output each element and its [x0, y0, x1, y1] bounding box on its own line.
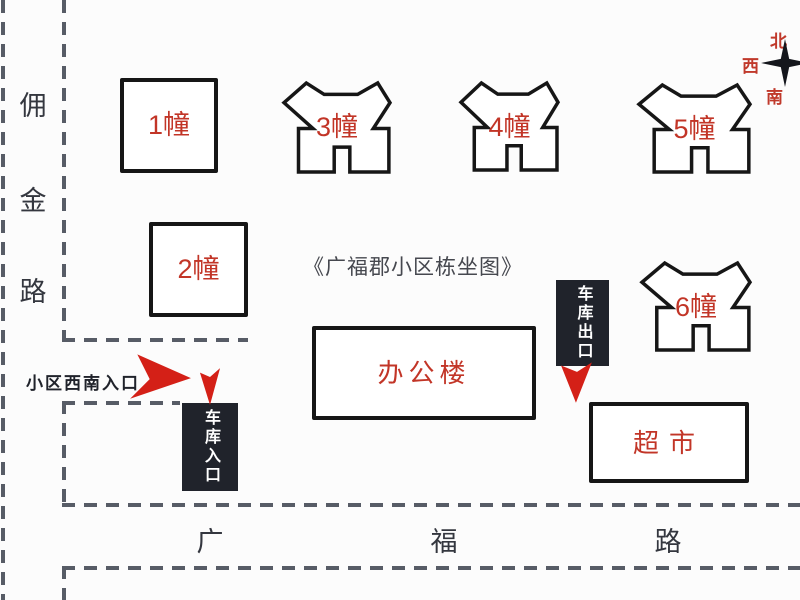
compass-south-label: 南 [766, 88, 783, 107]
south-road-char-3: 路 [654, 527, 682, 557]
garage-exit-sign: 车库出口 [556, 280, 609, 366]
southwest-entrance-right-arrow-icon [130, 354, 191, 399]
building-5: 5幢 [639, 84, 750, 172]
office-building: 办公楼 [312, 326, 536, 420]
west-road-char-2: 金 [19, 186, 47, 216]
garage-exit-sign-label: 车库出口 [574, 285, 592, 361]
garage-exit-down-arrow-icon [561, 362, 592, 403]
south-road-char-2: 福 [430, 527, 458, 557]
office-building-label: 办公楼 [377, 358, 471, 388]
building-6-label: 6幢 [674, 291, 718, 322]
garage-entrance-sign-label: 车库入口 [202, 409, 219, 485]
building-2: 2幢 [149, 222, 248, 317]
building-5-label: 5幢 [673, 113, 716, 144]
building-4-label: 4幢 [488, 111, 531, 142]
compass-west-label: 西 [742, 57, 759, 76]
south-road-char-1: 广 [196, 527, 224, 557]
dashed-line-west-boundary-upper [62, 0, 66, 340]
west-road-char-1: 佣 [19, 91, 47, 121]
compass-star-icon [761, 39, 800, 87]
building-1-label: 1幢 [147, 110, 191, 140]
building-3: 3幢 [284, 82, 390, 172]
building-3-label: 3幢 [315, 112, 359, 143]
supermarket-label: 超市 [632, 427, 705, 458]
building-4: 4幢 [461, 82, 558, 170]
dashed-line-south-road-north-edge [62, 503, 800, 507]
building-5-outline [639, 84, 750, 172]
building-6: 6幢 [642, 262, 750, 350]
supermarket: 超市 [589, 402, 749, 483]
southwest-entrance-label: 小区西南入口 [26, 374, 140, 393]
dashed-line-boundary-upper-horizontal [62, 338, 248, 342]
west-road-char-3: 路 [19, 277, 47, 307]
building-6-outline [642, 262, 750, 350]
dashed-line-entrance-horizontal [62, 401, 180, 405]
map-title: 《广福郡小区栋坐图》 [303, 256, 523, 279]
building-4-outline [461, 82, 558, 170]
garage-entrance-sign: 车库入口 [182, 403, 238, 491]
dashed-line-west-boundary-bottom [62, 566, 66, 600]
dashed-line-west-outer [1, 0, 5, 600]
dashed-line-south-road-south-edge [62, 566, 800, 570]
building-1: 1幢 [120, 78, 218, 173]
building-2-label: 2幢 [177, 254, 220, 284]
dashed-line-west-boundary-lower [62, 401, 66, 505]
compass-north-label: 北 [770, 32, 787, 51]
garage-entrance-down-arrow-icon [199, 368, 221, 405]
building-3-outline [284, 82, 390, 172]
